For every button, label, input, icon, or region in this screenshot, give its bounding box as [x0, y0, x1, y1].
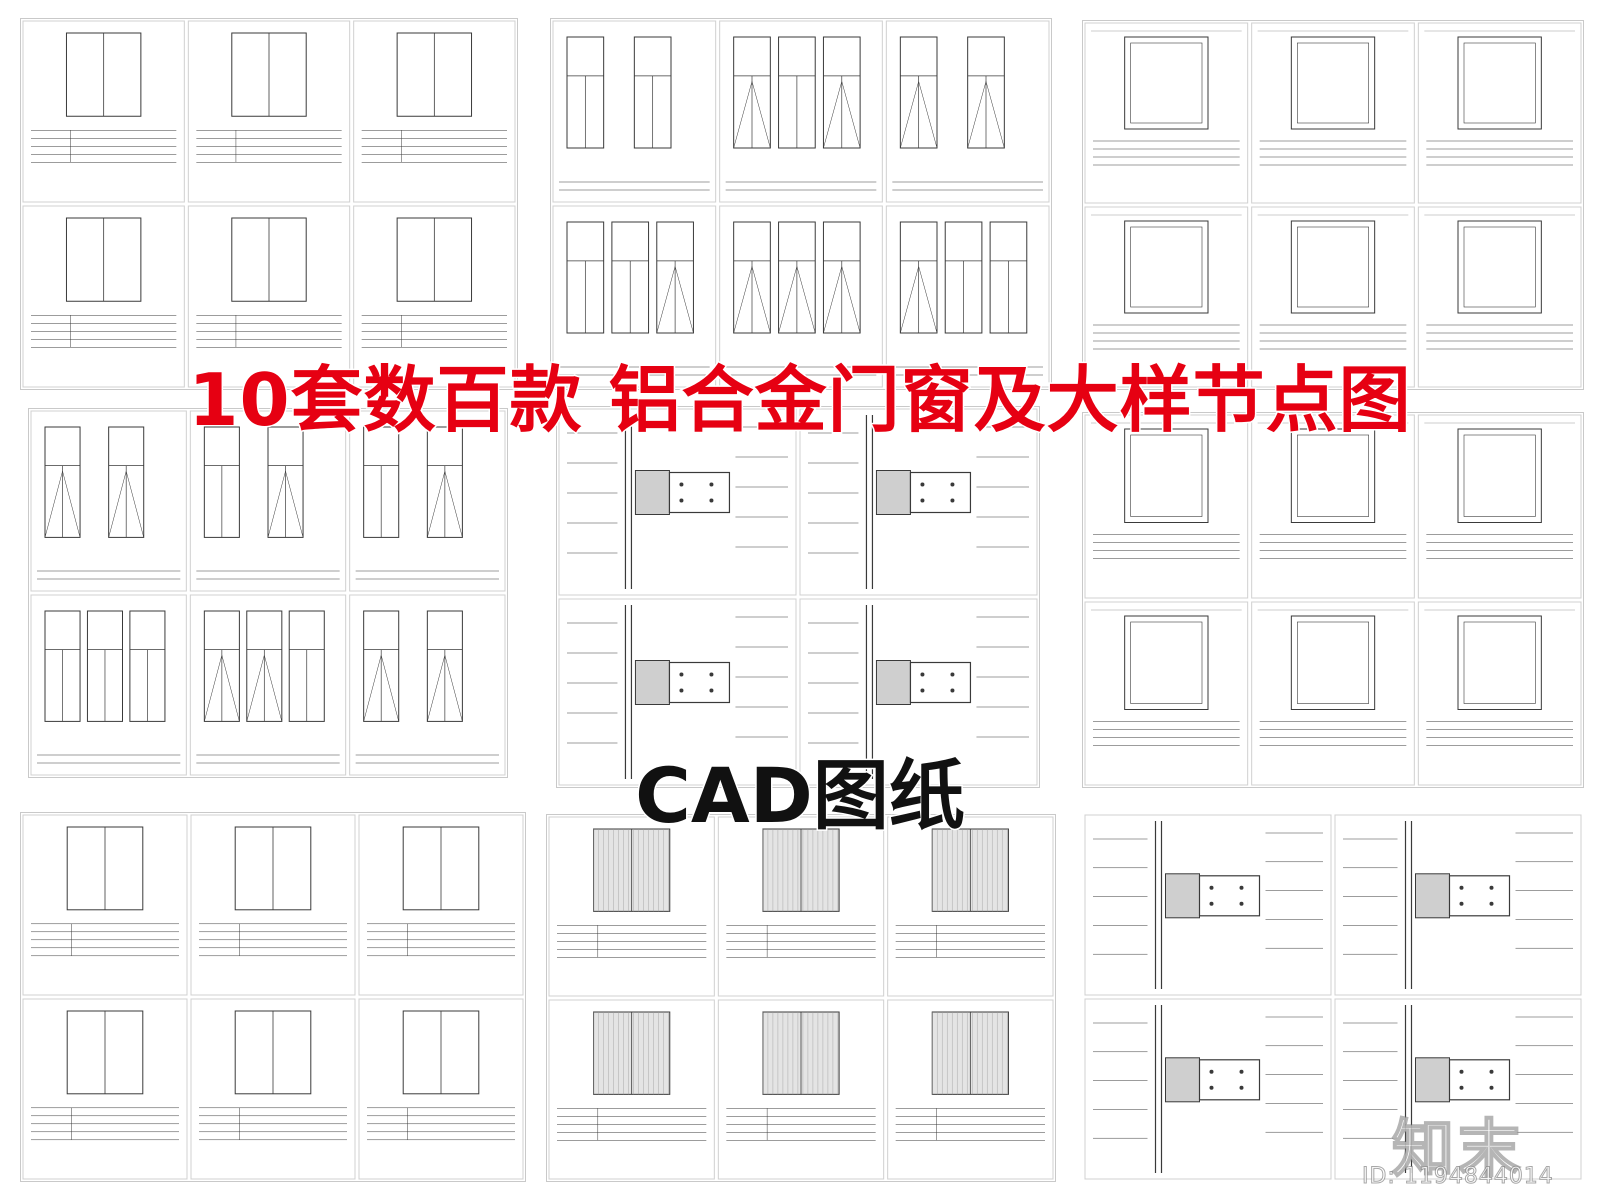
sheet-curtain-wall-nodes [556, 406, 1040, 788]
sheet-window-schedule-b [20, 812, 526, 1182]
cad-drawing [1084, 22, 1582, 388]
subtitle-cad: CAD图纸 [634, 750, 967, 841]
watermark-logo: 知末 [1391, 1111, 1525, 1186]
cad-drawing [552, 20, 1050, 388]
sheet-window-schedule-a [20, 18, 518, 390]
sheet-window-schedule-c [546, 814, 1056, 1182]
cad-drawing [22, 20, 516, 388]
sheet-node-details [1082, 812, 1584, 1182]
cad-drawing [548, 816, 1054, 1180]
sheet-window-elevations-b [550, 18, 1052, 390]
cad-drawing [1084, 814, 1582, 1180]
sheet-door-detail-b [1082, 412, 1584, 788]
cad-drawing [30, 410, 506, 776]
sheet-window-elevations-a [28, 408, 508, 778]
cad-drawing [1084, 414, 1582, 786]
image-id-label: ID: 1194844014 [1362, 1164, 1554, 1190]
cad-drawing [558, 408, 1038, 786]
sheet-door-detail-a [1082, 20, 1584, 390]
cad-drawing [22, 814, 524, 1180]
headline-title: 10套数百款 铝合金门窗及大样节点图 [187, 357, 1412, 444]
